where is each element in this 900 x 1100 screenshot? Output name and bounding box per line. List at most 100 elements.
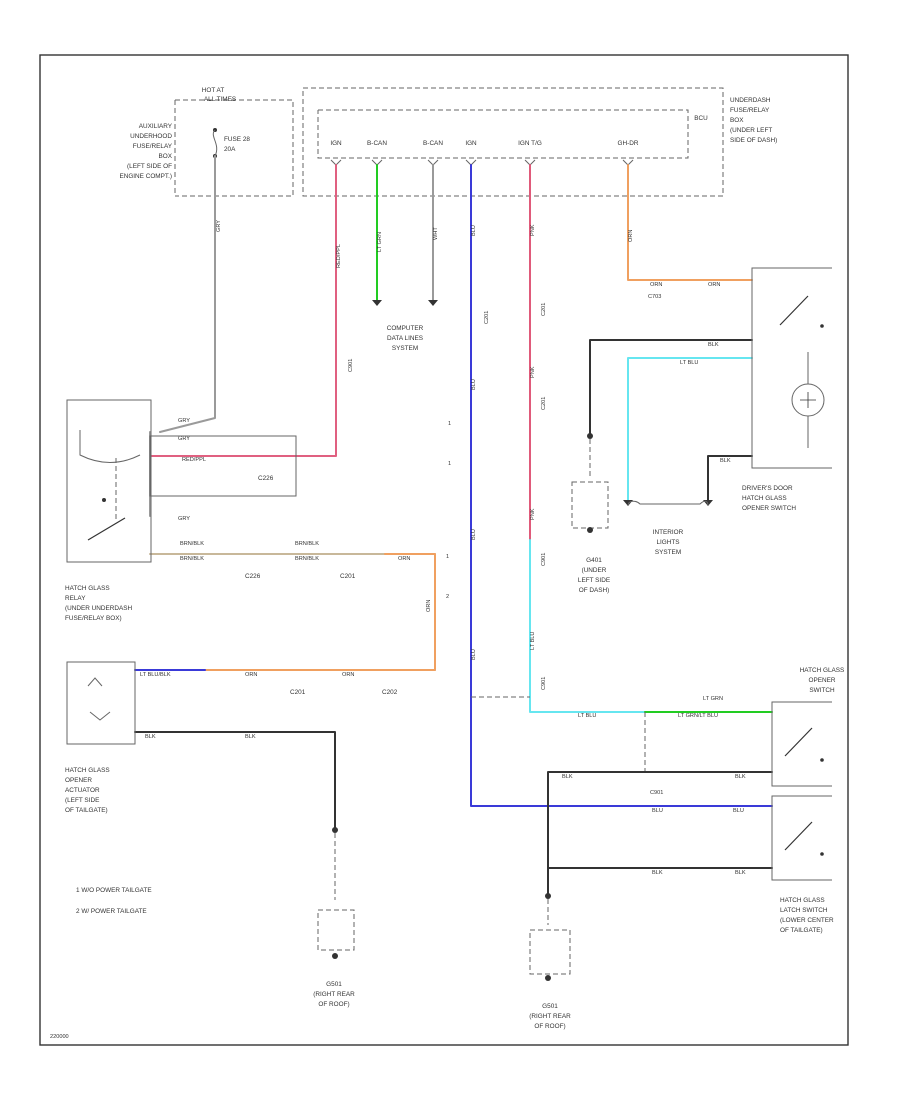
wire-brn-blk-relay — [149, 553, 436, 671]
c202-label: C202 — [382, 689, 398, 696]
underdash-line-5: SIDE OF DASH) — [730, 137, 777, 144]
label-brn-blk-4: BRN/BLK — [295, 556, 319, 562]
g501-left-line-2: (RIGHT REAR — [313, 991, 355, 998]
label-blk-3: BLK — [145, 734, 156, 740]
label-blk-5: BLK — [562, 774, 573, 780]
fuse-amp-label: 20A — [224, 146, 236, 153]
wire-blk-g401 — [589, 339, 753, 437]
pin-label-gh-dr: GH-DR — [618, 140, 639, 147]
hatch-glass-relay: C226 HATCH GLASS RELAY (UNDER UNDERDASH … — [65, 399, 297, 622]
interior-lights-line-1: INTERIOR — [653, 529, 684, 536]
label-gry-4: GRY — [178, 516, 190, 522]
drivers-door-line-2: HATCH GLASS — [742, 495, 787, 502]
wire-orn-relay — [204, 553, 436, 671]
label-blu-4: BLU — [471, 649, 477, 660]
bcu-label: BCU — [694, 115, 708, 122]
label-blu-2: BLU — [471, 379, 477, 390]
note-1: 1 W/O POWER TAILGATE — [76, 887, 152, 894]
wire-lt-blu-opener — [529, 539, 646, 713]
hatch-glass-opener-switch: HATCH GLASS OPENER SWITCH — [771, 667, 844, 787]
label-c901-g: C901 — [650, 790, 663, 796]
pin-label-bcan-1: B-CAN — [367, 140, 387, 147]
latch-switch-line-4: OF TAILGATE) — [780, 927, 823, 934]
label-orn-2: ORN — [650, 282, 662, 288]
aux-box-line-1: AUXILIARY — [139, 123, 173, 130]
c201-label-2: C201 — [290, 689, 306, 696]
label-pnk-2: PNK — [530, 366, 536, 378]
label-blk-8: BLK — [735, 870, 746, 876]
underdash-fuse-box: BCU UNDERDASH FUSE/RELAY BOX (UNDER LEFT… — [302, 87, 777, 197]
mark-2-a: 2 — [446, 594, 449, 600]
note-2: 2 W/ POWER TAILGATE — [76, 908, 147, 915]
g401-line-1: G401 — [586, 557, 602, 564]
actuator-line-3: ACTUATOR — [65, 787, 100, 794]
opener-switch-line-3: SWITCH — [809, 687, 835, 694]
wire-orn-gh-dr — [627, 164, 753, 281]
diagram-frame — [39, 54, 849, 1046]
label-gry-3: GRY — [178, 436, 190, 442]
hot-at-label: HOT AT — [202, 87, 225, 94]
wire-blk-actuator-g501 — [134, 731, 336, 831]
ground-g501-left: G501 (RIGHT REAR OF ROOF) — [313, 827, 355, 1008]
label-orn-4: ORN — [398, 556, 410, 562]
computer-data-line-2: DATA LINES — [387, 335, 423, 342]
drivers-door-line-3: OPENER SWITCH — [742, 505, 796, 512]
g501-left-line-1: G501 — [326, 981, 342, 988]
actuator-line-2: OPENER — [65, 777, 92, 784]
opener-switch-line-2: OPENER — [809, 677, 836, 684]
drivers-door-opener-switch: DRIVER'S DOOR HATCH GLASS OPENER SWITCH — [742, 267, 832, 512]
label-blk-2: BLK — [720, 458, 731, 464]
arrow-bcan-1 — [372, 300, 382, 306]
label-pnk-1: PNK — [530, 224, 536, 236]
computer-data-line-1: COMPUTER — [387, 325, 424, 332]
label-pnk-3: PNK — [530, 508, 536, 520]
label-blu-3: BLU — [471, 529, 477, 540]
actuator-line-1: HATCH GLASS — [65, 767, 110, 774]
label-gry-1: GRY — [216, 220, 222, 232]
arrow-bcan-2 — [428, 300, 438, 306]
label-blk-6: BLK — [735, 774, 746, 780]
aux-box-line-4: BOX — [159, 153, 173, 160]
label-lt-blu-3: LT BLU — [680, 360, 698, 366]
wire-gry-fuse-relay — [159, 155, 216, 433]
g501-right-line-3: OF ROOF) — [534, 1023, 565, 1030]
interior-lights-line-3: SYSTEM — [655, 549, 681, 556]
hatch-glass-opener-actuator: HATCH GLASS OPENER ACTUATOR (LEFT SIDE O… — [65, 661, 136, 814]
wire-lt-blu-interior — [627, 357, 753, 501]
relay-line-3: (UNDER UNDERDASH — [65, 605, 132, 612]
label-lt-grn-1: LT GRN — [377, 232, 383, 252]
label-c703: C703 — [648, 294, 661, 300]
g401-line-4: OF DASH) — [579, 587, 610, 594]
aux-box-line-6: ENGINE COMPT.) — [119, 173, 172, 180]
underdash-line-1: UNDERDASH — [730, 97, 771, 104]
drivers-door-line-1: DRIVER'S DOOR — [742, 485, 793, 492]
aux-box-line-3: FUSE/RELAY — [133, 143, 173, 150]
aux-box-line-2: UNDERHOOD — [130, 133, 172, 140]
pin-label-ign-2: IGN — [465, 140, 477, 147]
label-brn-blk-2: BRN/BLK — [180, 556, 204, 562]
fuse-28-label: FUSE 28 — [224, 136, 250, 143]
label-c201-d: C201 — [541, 303, 547, 316]
label-orn-6: ORN — [245, 672, 257, 678]
underdash-line-2: FUSE/RELAY — [730, 107, 770, 114]
auxiliary-fuse-box: HOT AT ALL TIMES AUXILIARY UNDERHOOD FUS… — [119, 87, 294, 197]
latch-switch-line-1: HATCH GLASS — [780, 897, 825, 904]
underdash-line-4: (UNDER LEFT — [730, 127, 772, 134]
label-c901-c: C901 — [541, 553, 547, 566]
pin-label-ign-1: IGN — [330, 140, 342, 147]
label-orn-3: ORN — [708, 282, 720, 288]
relay-line-1: HATCH GLASS — [65, 585, 110, 592]
g501-left-line-3: OF ROOF) — [318, 1001, 349, 1008]
label-c201-b: C201 — [484, 311, 490, 324]
latch-switch-line-2: LATCH SWITCH — [780, 907, 828, 914]
footer-code: 220000 — [50, 1034, 69, 1040]
label-c901-e: C901 — [541, 677, 547, 690]
relay-line-2: RELAY — [65, 595, 86, 602]
underdash-line-3: BOX — [730, 117, 744, 124]
label-ltblu-blk: LT BLU/BLK — [140, 672, 171, 678]
label-lt-blu-1: LT BLU — [530, 632, 536, 650]
g401-line-3: LEFT SIDE — [578, 577, 610, 584]
g501-right-line-2: (RIGHT REAR — [529, 1013, 571, 1020]
g401-line-2: (UNDER — [582, 567, 607, 574]
